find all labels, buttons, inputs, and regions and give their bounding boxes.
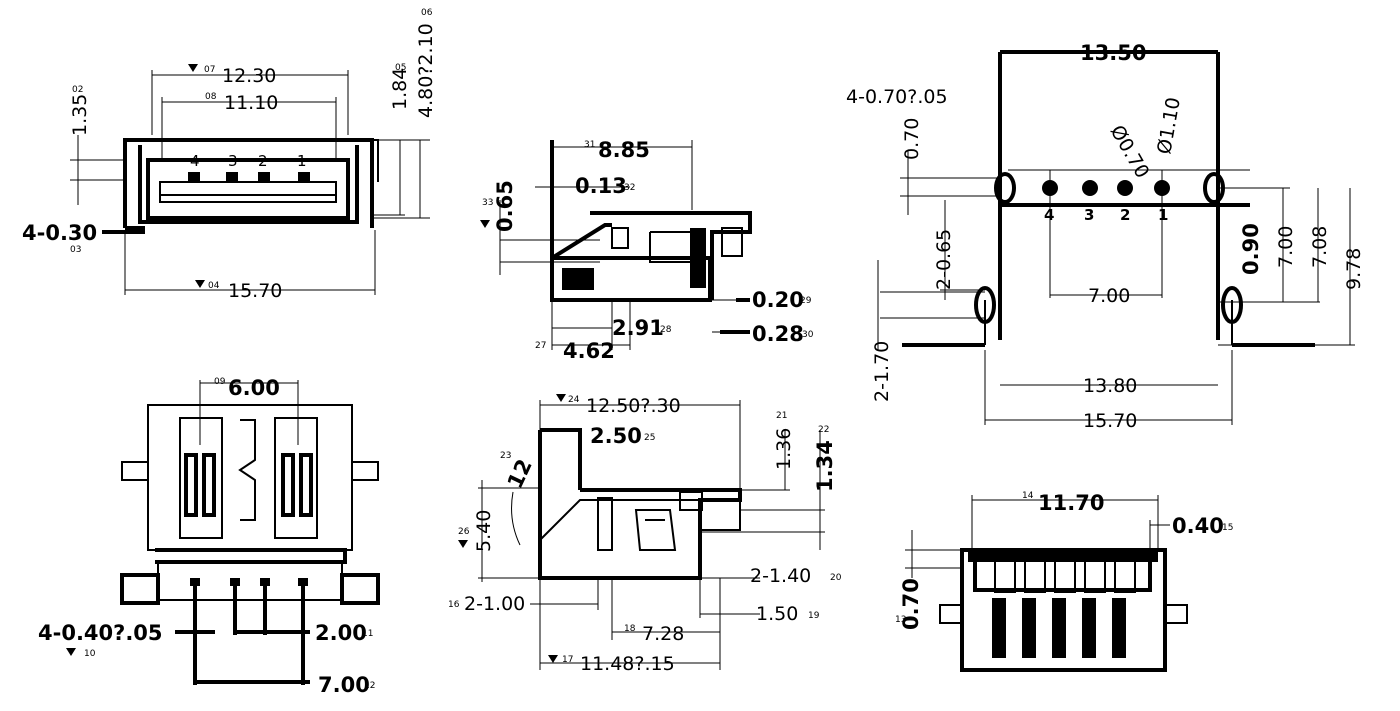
dim-12-30: 12.30 [222,65,276,87]
dim-5-40: 5.40 [473,510,495,552]
dim-7-00-h: 7.00 [1088,285,1130,307]
dim-2-50: 2.50 [590,424,642,448]
dim-0-13: 0.13 [575,174,627,198]
tag-25: 25 [644,433,655,443]
tag-32: 32 [624,183,635,193]
front-view: 12.30 11.10 15.70 1.35 1.84 4.80?2.10 4-… [22,8,437,302]
tag-18: 18 [624,624,636,634]
pin-label-1: 1 [297,152,307,170]
tag-23: 23 [500,451,511,461]
pcb-pin-1: 1 [1158,206,1168,224]
dim-6-00: 6.00 [228,376,280,400]
dim-15-70: 15.70 [228,280,282,302]
pin-label-3: 3 [228,152,238,170]
tag-31: 31 [584,140,595,150]
tag-29: 29 [800,296,812,306]
dim-0-28: 0.28 [752,322,804,346]
dim-4-0-40: 4-0.40?.05 [38,621,163,645]
tag-15: 15 [1222,523,1233,533]
dim-d0-70: Ø0.70 [1106,122,1154,183]
tag-22: 22 [818,425,829,435]
dim-0-70-rear: 0.70 [899,578,923,630]
tag-10: 10 [84,649,96,659]
pcb-footprint-view: 13.50 4-0.70?.05 0.70 Ø0.70 Ø1.10 2-0.65… [846,41,1365,432]
tag-26: 26 [458,527,470,537]
side-view-bottom: 12.50?.30 2.50 12 1.36 1.34 5.40 2-1.40 … [448,394,842,675]
tag-21: 21 [776,411,787,421]
dim-7-00-v: 7.00 [1275,226,1297,268]
dim-2-0-65: 2-0.65 [933,229,955,290]
tag-16: 16 [448,600,460,610]
dim-2-91: 2.91 [612,316,664,340]
tag-17: 17 [562,655,573,665]
rear-view: 11.70 0.40 0.70 14 15 13 [895,491,1233,672]
pin-label-4: 4 [190,152,200,170]
tag-03: 03 [70,245,81,255]
dim-7-08: 7.08 [1309,226,1331,268]
dim-11-48: 11.48?.15 [580,653,675,675]
dim-0-40: 0.40 [1172,514,1224,538]
pin-label-2: 2 [258,152,268,170]
pcb-pin-3: 3 [1084,206,1094,224]
dim-1-50: 1.50 [756,603,798,625]
tag-28: 28 [660,325,672,335]
tag-33: 33 [482,198,493,208]
dim-11-70: 11.70 [1038,491,1104,515]
tag-09: 09 [214,377,226,387]
dim-9-78: 9.78 [1343,248,1365,290]
dim-0-65: 0.65 [493,180,517,232]
tag-05: 05 [395,63,406,73]
dim-2-1-00: 2-1.00 [464,593,525,615]
tag-13: 13 [895,615,906,625]
dim-15-70-pcb: 15.70 [1083,410,1137,432]
dim-1-36: 1.36 [773,428,795,470]
tag-27: 27 [535,341,546,351]
dim-7-00-bottom: 7.00 [318,673,370,697]
tag-11: 11 [362,629,373,639]
dim-11-10: 11.10 [224,92,278,114]
dim-12-50: 12.50?.30 [586,395,681,417]
dim-4-80: 4.80?2.10 [415,23,437,118]
tag-24: 24 [568,395,580,405]
dim-7-28: 7.28 [642,623,684,645]
tag-20: 20 [830,573,842,583]
dim-0-20: 0.20 [752,288,804,312]
dim-13-50: 13.50 [1080,41,1146,65]
dim-4-0-70: 4-0.70?.05 [846,86,948,108]
tag-14: 14 [1022,491,1034,501]
tag-19: 19 [808,611,820,621]
tag-12: 12 [364,681,375,691]
dim-1-34: 1.34 [813,440,837,492]
tag-30: 30 [802,330,814,340]
pcb-pin-2: 2 [1120,206,1130,224]
tag-08: 08 [205,92,217,102]
dim-4-0-30: 4-0.30 [22,221,97,245]
tag-07: 07 [204,65,215,75]
dim-2-1-70: 2-1.70 [871,341,893,402]
dim-1-35: 1.35 [69,94,91,136]
dim-d1-10: Ø1.10 [1153,96,1185,156]
tag-06: 06 [421,8,433,18]
dim-0-70: 0.70 [901,118,923,160]
dim-2-00: 2.00 [315,621,367,645]
dim-2-1-40: 2-1.40 [750,565,811,587]
tag-04: 04 [208,281,220,291]
dim-1-84: 1.84 [389,68,411,110]
side-view-top: 8.85 0.13 0.65 0.20 0.28 2.91 4.62 31 32… [480,138,814,363]
dim-0-90: 0.90 [1239,223,1263,275]
pcb-pin-4: 4 [1044,206,1054,224]
bottom-view: 6.00 4-0.40?.05 2.00 7.00 09 10 11 12 [38,376,380,697]
dim-13-80: 13.80 [1083,375,1137,397]
tag-02: 02 [72,85,83,95]
dim-8-85: 8.85 [598,138,650,162]
dim-4-62: 4.62 [563,339,615,363]
